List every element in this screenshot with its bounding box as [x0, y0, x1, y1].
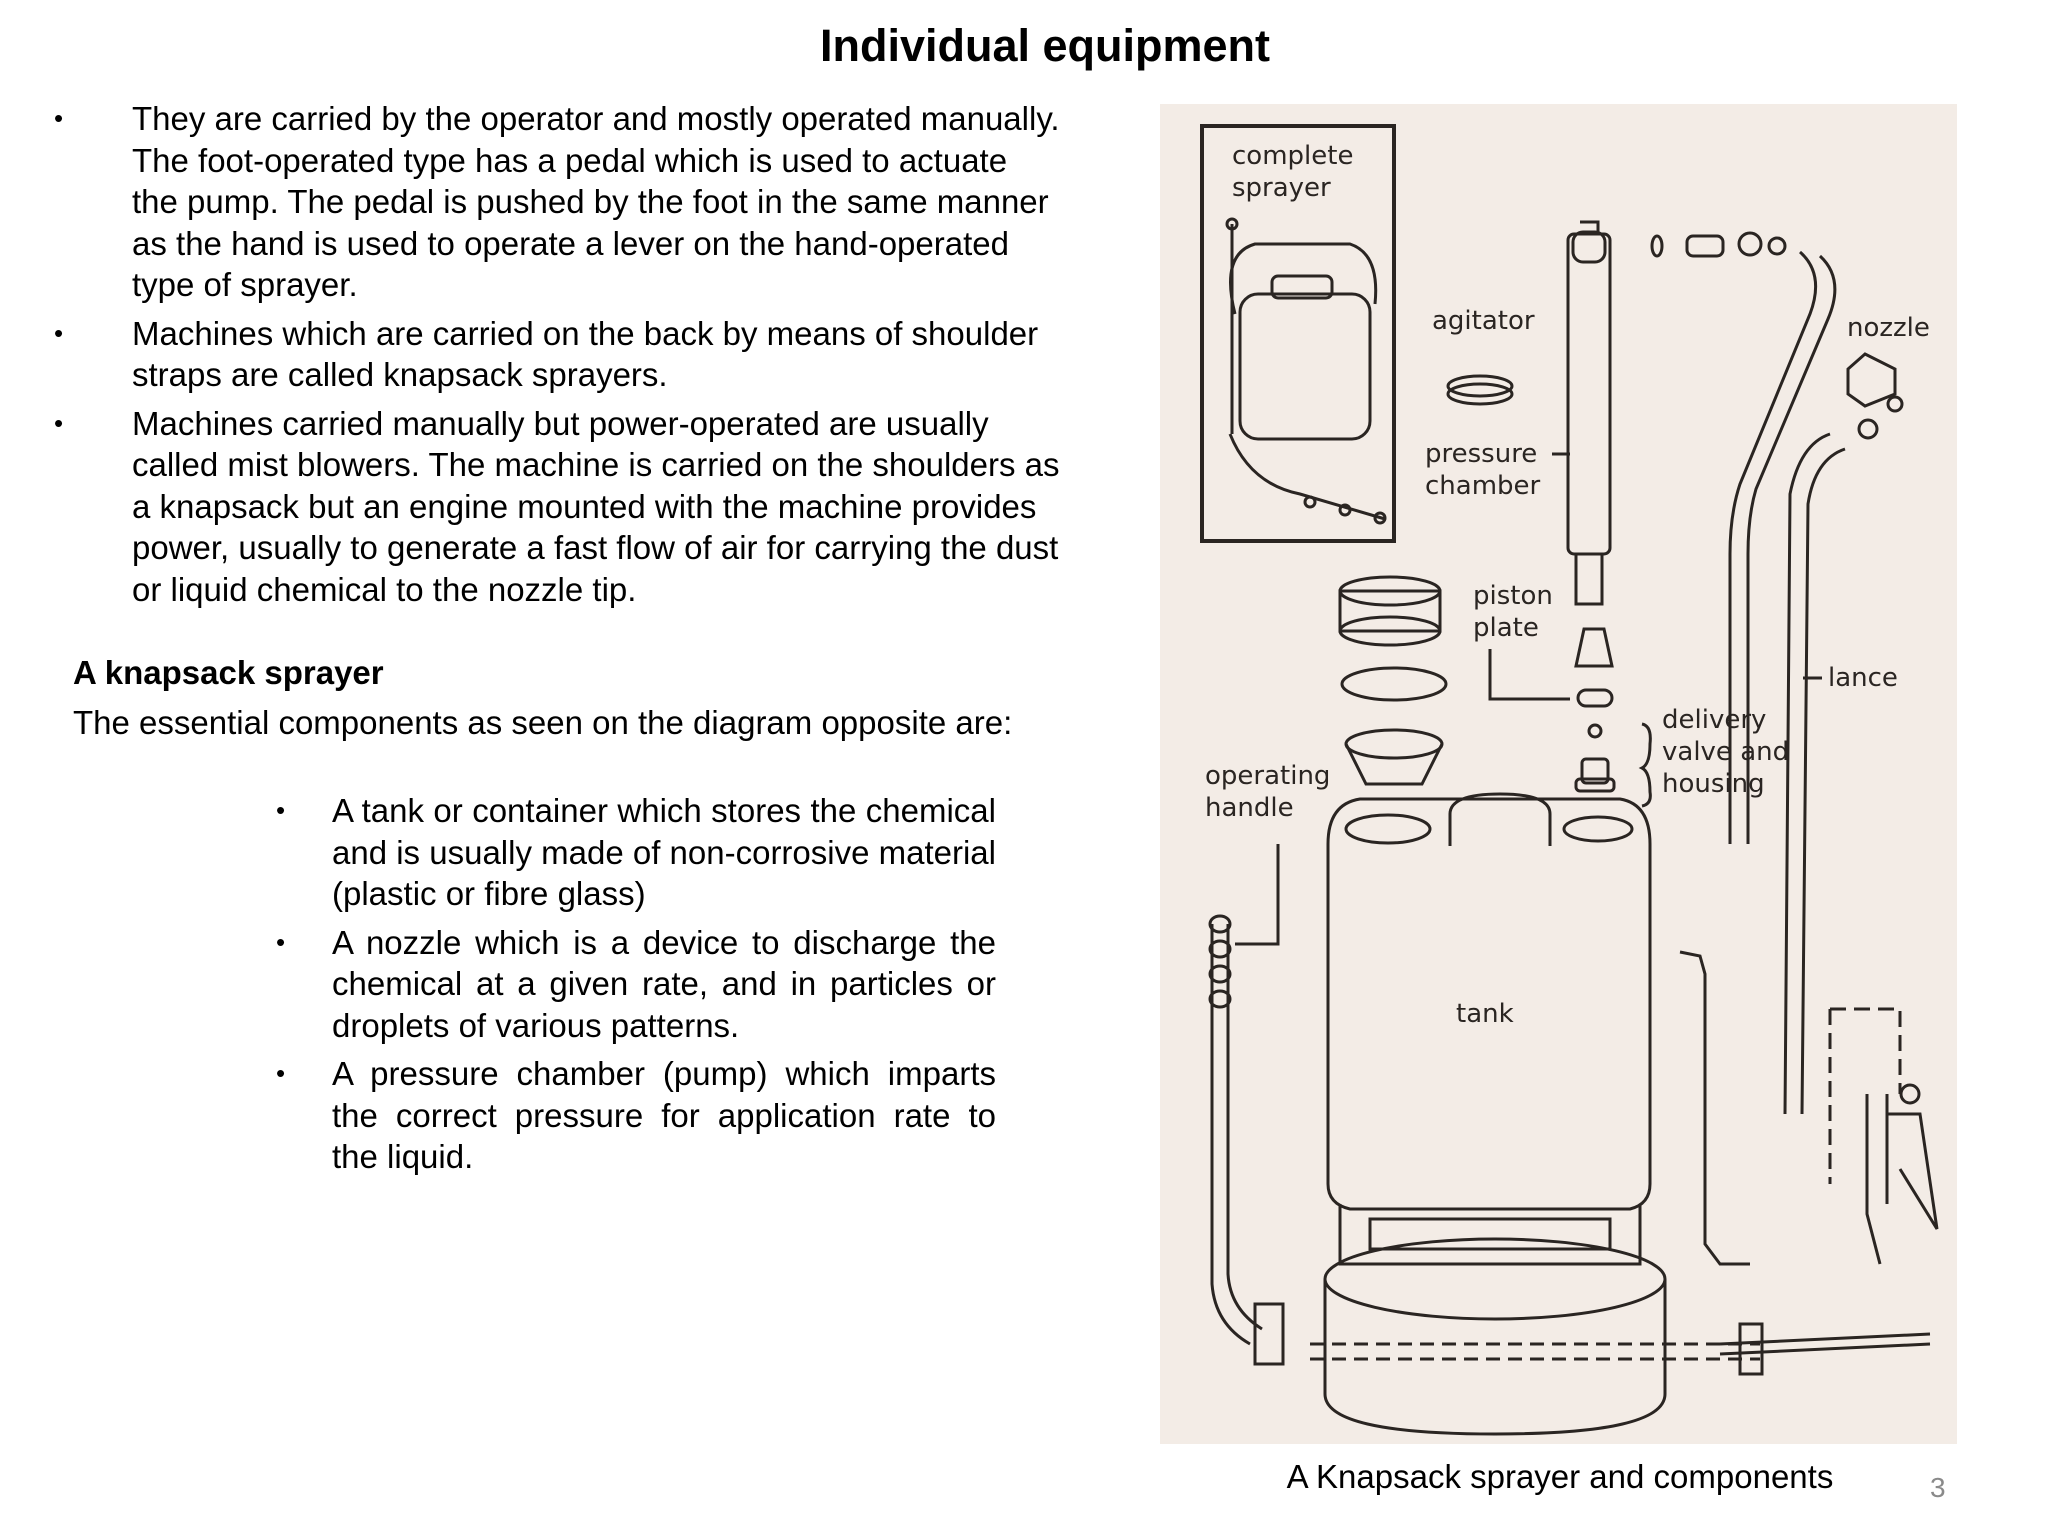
intro-bullet-list: • They are carried by the operator and mo… [50, 98, 1060, 617]
tank-cap-parts [1338, 575, 1448, 786]
bullet-text: A nozzle which is a device to discharge … [332, 923, 996, 1044]
list-item: • Machines carried manually but power-ope… [50, 403, 1060, 611]
label-lance: lance [1828, 663, 1898, 693]
label-sprayer: sprayer [1232, 173, 1331, 203]
slide-title: Individual equipment [819, 20, 1271, 71]
label-handle: handle [1205, 793, 1294, 823]
lance-part [1728, 250, 1846, 1115]
label-agitator: agitator [1432, 306, 1535, 336]
agitator-part [1446, 374, 1514, 398]
bullet-dot: • [54, 103, 64, 133]
nozzle-part [1846, 352, 1897, 408]
section-heading: A knapsack sprayer [73, 654, 384, 691]
bullet-dot: • [54, 317, 64, 348]
bullet-dot: • [54, 407, 64, 438]
tank-base-part [1253, 1237, 1764, 1436]
pressure-chamber [1566, 220, 1612, 606]
label-chamber: chamber [1425, 471, 1541, 501]
label-tank: tank [1456, 999, 1514, 1029]
list-item: • A pressure chamber (pump) which imparts… [272, 1053, 996, 1178]
knapsack-sprayer-diagram: complete sprayer agitator pressure chamb… [1160, 104, 1957, 1444]
bullet-text: A tank or container which stores the che… [332, 792, 996, 912]
label-delivery: delivery [1662, 705, 1766, 735]
section-intro: The essential components as seen on the … [73, 704, 1013, 741]
page-number: 3 [1930, 1472, 1946, 1503]
complete-sprayer-box [1200, 124, 1396, 543]
bullet-dot: • [276, 795, 286, 825]
bullet-dot: • [276, 1058, 286, 1088]
bullet-text: A pressure chamber (pump) which imparts … [332, 1055, 996, 1175]
hose-part [1679, 950, 1931, 1356]
bullet-text: They are carried by the operator and mos… [132, 100, 1060, 303]
figure-caption: A Knapsack sprayer and components [1286, 1458, 1834, 1495]
components-bullet-list: • A tank or container which stores the ch… [272, 790, 996, 1185]
label-valve: valve and [1662, 737, 1789, 767]
label-operating: operating [1205, 761, 1330, 791]
nozzle-parts [1650, 231, 1787, 258]
list-item: • They are carried by the operator and mo… [50, 98, 1060, 306]
label-plate: plate [1473, 613, 1539, 643]
label-complete: complete [1232, 141, 1353, 171]
list-item: • A nozzle which is a device to discharge… [272, 922, 996, 1047]
bullet-text: Machines which are carried on the back b… [132, 314, 1039, 394]
mini-sprayer [1225, 217, 1387, 525]
bullet-text: Machines carried manually but power-oper… [132, 404, 1060, 608]
list-item: • A tank or container which stores the ch… [272, 790, 996, 915]
label-piston: piston [1473, 581, 1553, 611]
operating-handle-part [1208, 914, 1263, 1346]
tank-part [1326, 792, 1652, 1266]
label-nozzle: nozzle [1847, 313, 1930, 343]
label-housing: housing [1662, 769, 1765, 799]
bullet-dot: • [276, 926, 286, 957]
sprayer-illustration: complete sprayer agitator pressure chamb… [1200, 124, 1939, 1436]
label-pressure: pressure [1425, 439, 1537, 469]
list-item: • Machines which are carried on the back … [50, 313, 1060, 396]
trigger-valve-part [1828, 1007, 1939, 1265]
delivery-valve-parts [1574, 627, 1616, 793]
